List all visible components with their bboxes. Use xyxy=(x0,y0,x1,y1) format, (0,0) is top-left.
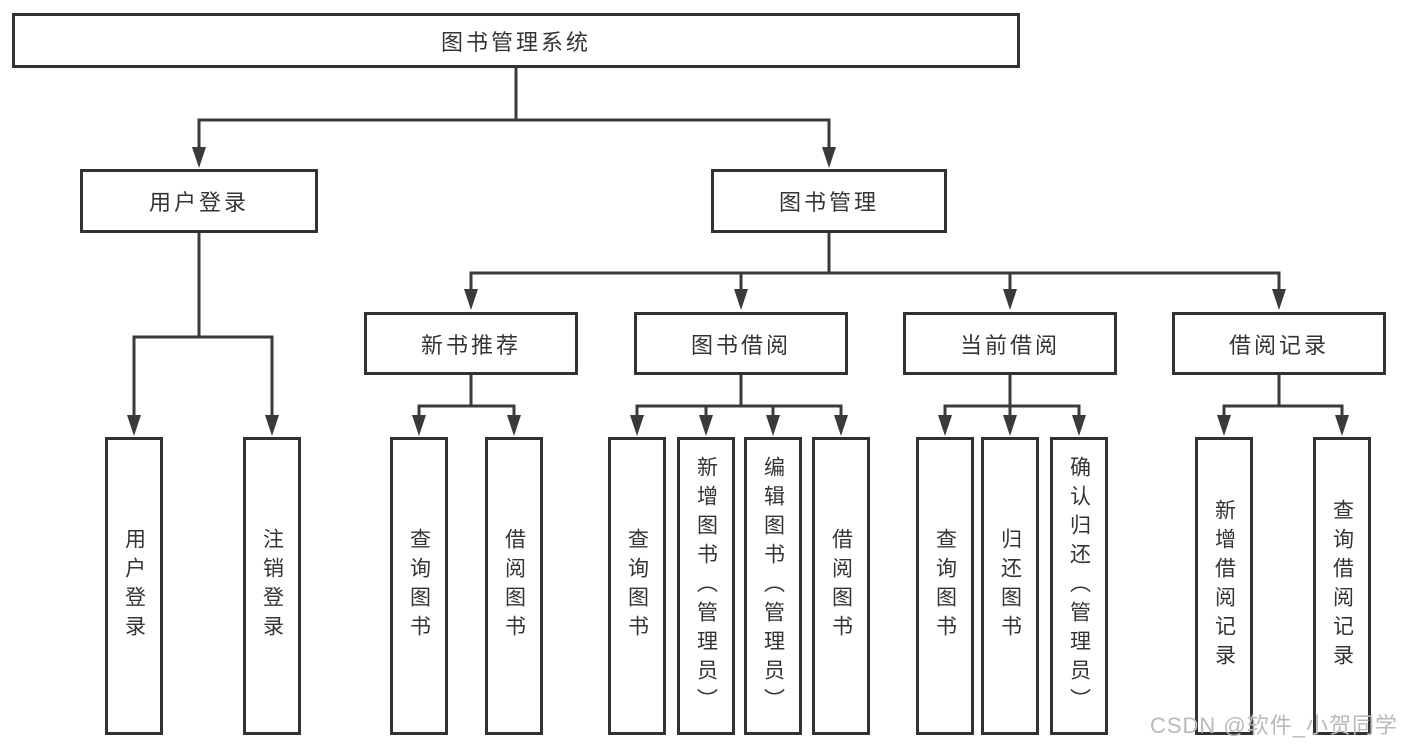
node-root-library-system: 图书管理系统 xyxy=(12,13,1020,68)
node-current-borrowing: 当前借阅 xyxy=(903,312,1117,375)
node-borrow-records: 借阅记录 xyxy=(1172,312,1386,375)
leaf-query-borrow-record: 查询借阅记录 xyxy=(1313,437,1371,735)
node-label: 查询图书 xyxy=(407,528,431,644)
leaf-borrow-books-borrowing: 借阅图书 xyxy=(812,437,870,735)
node-label: 归还图书 xyxy=(998,528,1022,644)
leaf-user-login: 用户登录 xyxy=(105,437,163,735)
node-book-borrowing: 图书借阅 xyxy=(634,312,848,375)
node-label: 当前借阅 xyxy=(959,332,1060,358)
leaf-add-borrow-record: 新增借阅记录 xyxy=(1195,437,1253,735)
connector-borrowing-to-leaves xyxy=(635,373,843,422)
node-label: 新增借阅记录 xyxy=(1212,499,1236,673)
connector-records-to-leaves xyxy=(1222,373,1344,422)
connector-recommend-to-leaves xyxy=(417,373,516,422)
leaf-add-book-admin: 新增图书（管理员） xyxy=(677,437,735,735)
node-label: 用户登录 xyxy=(122,528,146,644)
csdn-watermark: CSDN @软件_小贺同学 xyxy=(1149,713,1398,738)
connector-user-login-to-leaves xyxy=(132,231,274,421)
node-label: 图书管理 xyxy=(778,190,879,215)
node-label: 注销登录 xyxy=(260,528,284,644)
leaf-query-books-borrowing: 查询图书 xyxy=(608,437,666,735)
node-label: 查询图书 xyxy=(625,528,649,644)
node-label: 借阅记录 xyxy=(1228,332,1329,358)
arrowheads xyxy=(127,147,1349,436)
node-label: 借阅图书 xyxy=(502,528,526,644)
node-label: 图书管理系统 xyxy=(440,29,591,55)
connector-book-management-to-modules xyxy=(469,231,1281,295)
node-new-book-recommend: 新书推荐 xyxy=(364,312,578,375)
node-label: 新书推荐 xyxy=(420,332,521,358)
leaf-query-books-current: 查询图书 xyxy=(916,437,974,735)
node-label: 用户登录 xyxy=(148,190,249,215)
leaf-edit-book-admin: 编辑图书（管理员） xyxy=(744,437,802,735)
node-book-management-branch: 图书管理 xyxy=(711,169,947,233)
leaf-confirm-return-admin: 确认归还（管理员） xyxy=(1050,437,1108,735)
leaf-logout: 注销登录 xyxy=(243,437,301,735)
node-label: 查询图书 xyxy=(933,528,957,644)
leaf-query-books-recommend: 查询图书 xyxy=(390,437,448,735)
connector-current-to-leaves xyxy=(943,373,1081,422)
node-label: 确认归还（管理员） xyxy=(1067,455,1091,717)
node-label: 编辑图书（管理员） xyxy=(761,455,785,717)
node-user-login-branch: 用户登录 xyxy=(80,169,318,233)
connector-root-to-branches xyxy=(197,66,831,153)
leaf-borrow-books-recommend: 借阅图书 xyxy=(485,437,543,735)
node-label: 查询借阅记录 xyxy=(1330,499,1354,673)
leaf-return-book: 归还图书 xyxy=(981,437,1039,735)
node-label: 借阅图书 xyxy=(829,528,853,644)
node-label: 新增图书（管理员） xyxy=(694,455,718,717)
node-label: 图书借阅 xyxy=(690,332,791,358)
